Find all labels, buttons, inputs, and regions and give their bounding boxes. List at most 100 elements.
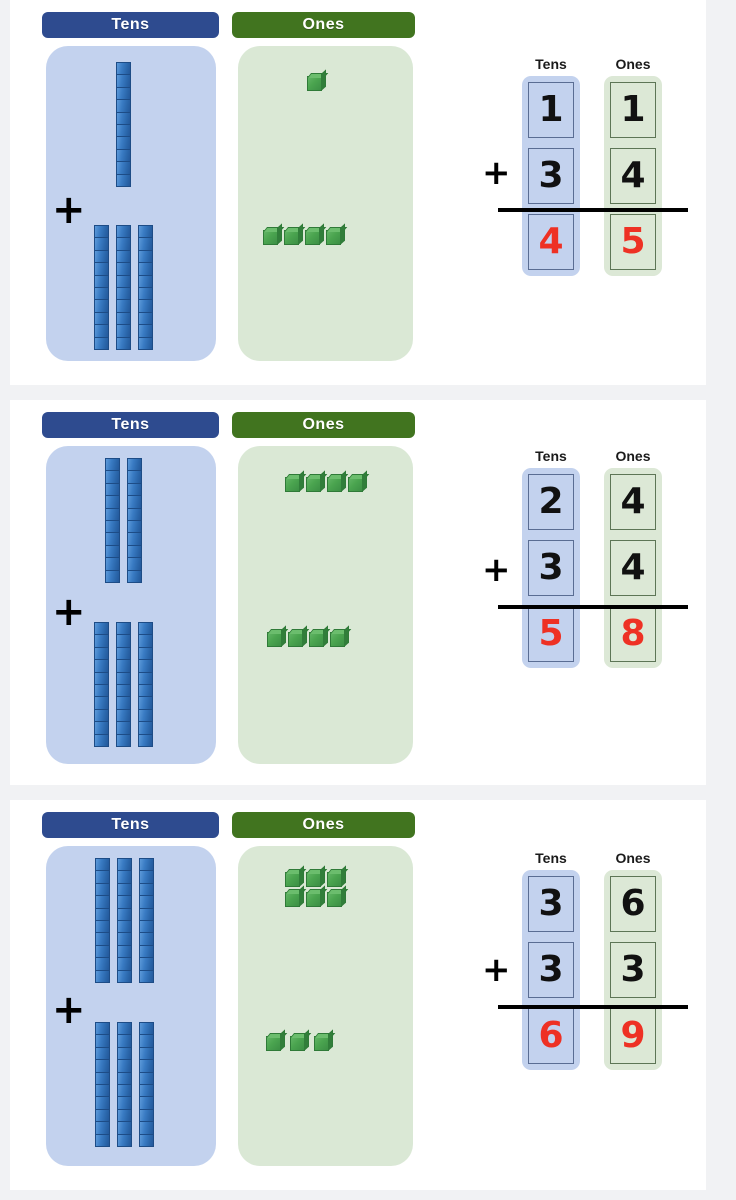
rod-unit-segment — [94, 708, 109, 722]
ones-manipulative-bin[interactable] — [238, 46, 413, 361]
chart-cell-tens-addend2[interactable]: 3 — [528, 942, 574, 998]
addend2-ones-cubes[interactable] — [267, 632, 367, 647]
tens-rod[interactable] — [117, 858, 132, 984]
rod-unit-segment — [138, 721, 153, 734]
ones-cube[interactable] — [327, 477, 342, 492]
rod-unit-segment — [117, 969, 132, 984]
ones-cube[interactable] — [327, 892, 342, 907]
ones-cube[interactable] — [306, 477, 321, 492]
problem-panel: Tens Ones + Tens Ones 1 3 4 1 4 5 + — [10, 0, 706, 385]
chart-cell-tens-addend1[interactable]: 2 — [528, 474, 574, 530]
chart-cell-tens-addend1[interactable]: 3 — [528, 876, 574, 932]
tens-rod[interactable] — [116, 62, 131, 188]
ones-cube[interactable] — [285, 892, 300, 907]
addend1-ones-cubes[interactable] — [285, 477, 385, 492]
tens-rod[interactable] — [116, 622, 131, 748]
ones-cube[interactable] — [309, 632, 324, 647]
rod-unit-segment — [138, 696, 153, 709]
rod-unit-segment — [138, 336, 153, 351]
rod-unit-segment — [117, 1059, 132, 1072]
rod-unit-segment — [94, 237, 109, 250]
chart-cell-tens-addend2[interactable]: 3 — [528, 540, 574, 596]
tens-rod[interactable] — [117, 1022, 132, 1148]
rod-unit-segment — [105, 470, 120, 483]
tens-rod[interactable] — [94, 622, 109, 748]
addend2-ones-cubes[interactable] — [266, 1036, 346, 1051]
chart-cell-ones-addend2[interactable]: 4 — [610, 540, 656, 596]
addend1-tens-rods[interactable] — [116, 62, 131, 188]
chart-cell-tens-addend2[interactable]: 3 — [528, 148, 574, 204]
tens-rod[interactable] — [116, 225, 131, 351]
rod-unit-segment — [105, 520, 120, 533]
rod-unit-segment — [116, 274, 131, 288]
tens-rod[interactable] — [139, 1022, 154, 1148]
rod-unit-segment — [138, 708, 153, 722]
chart-cell-ones-addend2[interactable]: 4 — [610, 148, 656, 204]
addend2-ones-cubes[interactable] — [263, 230, 363, 245]
ones-cube[interactable] — [348, 477, 363, 492]
ones-cube[interactable] — [284, 230, 299, 245]
rod-unit-segment — [117, 932, 132, 945]
addend1-ones-cubes[interactable] — [285, 872, 353, 907]
ones-column-header: Ones — [232, 812, 415, 838]
tens-rod[interactable] — [95, 858, 110, 984]
ones-cube[interactable] — [306, 892, 321, 907]
rod-unit-segment — [138, 311, 153, 325]
tens-rod[interactable] — [105, 458, 120, 584]
ones-cube[interactable] — [288, 632, 303, 647]
ones-cube[interactable] — [307, 76, 322, 91]
rod-unit-segment — [138, 646, 153, 660]
rod-unit-segment — [117, 1108, 132, 1122]
rod-unit-segment — [94, 733, 109, 748]
ones-cube[interactable] — [330, 632, 345, 647]
chart-cell-tens-sum[interactable]: 5 — [528, 606, 574, 662]
rod-unit-segment — [95, 1059, 110, 1072]
chart-cell-ones-sum[interactable]: 8 — [610, 606, 656, 662]
ones-cube[interactable] — [263, 230, 278, 245]
addend2-tens-rods[interactable] — [94, 622, 153, 748]
chart-cell-ones-addend1[interactable]: 4 — [610, 474, 656, 530]
tens-manipulative-bin[interactable] — [46, 46, 216, 361]
rod-unit-segment — [138, 237, 153, 250]
chart-cell-tens-addend1[interactable]: 1 — [528, 82, 574, 138]
addend1-tens-rods[interactable] — [105, 458, 142, 584]
addend1-ones-cubes[interactable] — [307, 76, 387, 91]
rod-unit-segment — [116, 225, 131, 238]
tens-rod[interactable] — [139, 858, 154, 984]
chart-cell-ones-sum[interactable]: 5 — [610, 214, 656, 270]
addend2-tens-rods[interactable] — [94, 225, 153, 351]
ones-cube[interactable] — [266, 1036, 281, 1051]
ones-cube[interactable] — [306, 872, 321, 887]
ones-cube[interactable] — [326, 230, 341, 245]
rod-unit-segment — [95, 895, 110, 908]
rod-unit-segment — [117, 1096, 132, 1109]
chart-cell-ones-addend2[interactable]: 3 — [610, 942, 656, 998]
ones-cube[interactable] — [314, 1036, 329, 1051]
rod-unit-segment — [139, 1022, 154, 1035]
ones-cube[interactable] — [305, 230, 320, 245]
rod-unit-segment — [95, 882, 110, 896]
tens-rod[interactable] — [138, 622, 153, 748]
ones-cube[interactable] — [285, 477, 300, 492]
ones-manipulative-bin[interactable] — [238, 846, 413, 1166]
ones-manipulative-bin[interactable] — [238, 446, 413, 764]
tens-rod[interactable] — [127, 458, 142, 584]
chart-cell-ones-addend1[interactable]: 1 — [610, 82, 656, 138]
addend1-tens-rods[interactable] — [95, 858, 154, 984]
chart-cell-ones-sum[interactable]: 9 — [610, 1008, 656, 1064]
rod-unit-segment — [94, 249, 109, 263]
ones-cube[interactable] — [290, 1036, 305, 1051]
chart-cell-ones-addend1[interactable]: 6 — [610, 876, 656, 932]
tens-rod[interactable] — [95, 1022, 110, 1148]
addend2-tens-rods[interactable] — [95, 1022, 154, 1148]
ones-cube[interactable] — [327, 872, 342, 887]
chart-cell-tens-sum[interactable]: 4 — [528, 214, 574, 270]
rod-unit-segment — [117, 1046, 132, 1060]
tens-rod[interactable] — [94, 225, 109, 351]
rod-unit-segment — [138, 324, 153, 337]
tens-rod[interactable] — [138, 225, 153, 351]
ones-cube[interactable] — [285, 872, 300, 887]
rod-unit-segment — [116, 733, 131, 748]
chart-cell-tens-sum[interactable]: 6 — [528, 1008, 574, 1064]
ones-cube[interactable] — [267, 632, 282, 647]
